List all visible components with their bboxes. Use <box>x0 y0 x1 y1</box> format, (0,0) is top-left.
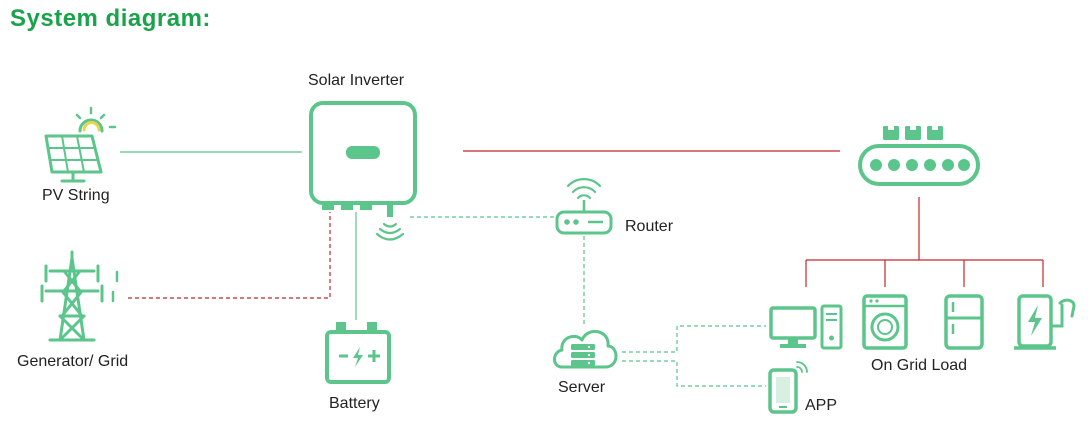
desktop-computer-icon <box>769 304 843 350</box>
refrigerator-icon <box>944 294 984 350</box>
connection-lines <box>120 150 1044 387</box>
battery-label: Battery <box>329 395 380 412</box>
server-computer-line <box>622 325 766 353</box>
washing-machine-icon <box>862 294 908 350</box>
inverter-icon <box>309 101 417 217</box>
battery-icon <box>325 322 391 384</box>
smartphone-icon <box>768 361 808 414</box>
conveyor-load-icon <box>858 126 980 186</box>
server-app-line <box>622 360 766 387</box>
page-title: System diagram: <box>10 5 211 32</box>
generator-grid-label: Generator/ Grid <box>17 353 129 370</box>
router-label: Router <box>625 218 674 235</box>
cloud-server-icon <box>553 330 618 369</box>
on-grid-load-label: On Grid Load <box>871 357 968 374</box>
server-label: Server <box>558 379 606 396</box>
pv-string-label: PV String <box>42 187 110 204</box>
grid-inverter-line <box>128 212 331 299</box>
transmission-tower-icon <box>40 250 119 342</box>
wifi-icon <box>375 222 405 241</box>
solar-inverter-label: Solar Inverter <box>308 72 405 89</box>
ev-charger-icon <box>1014 294 1076 350</box>
app-label: APP <box>805 397 838 414</box>
solar-panel-icon <box>44 106 117 183</box>
router-icon <box>555 178 613 235</box>
